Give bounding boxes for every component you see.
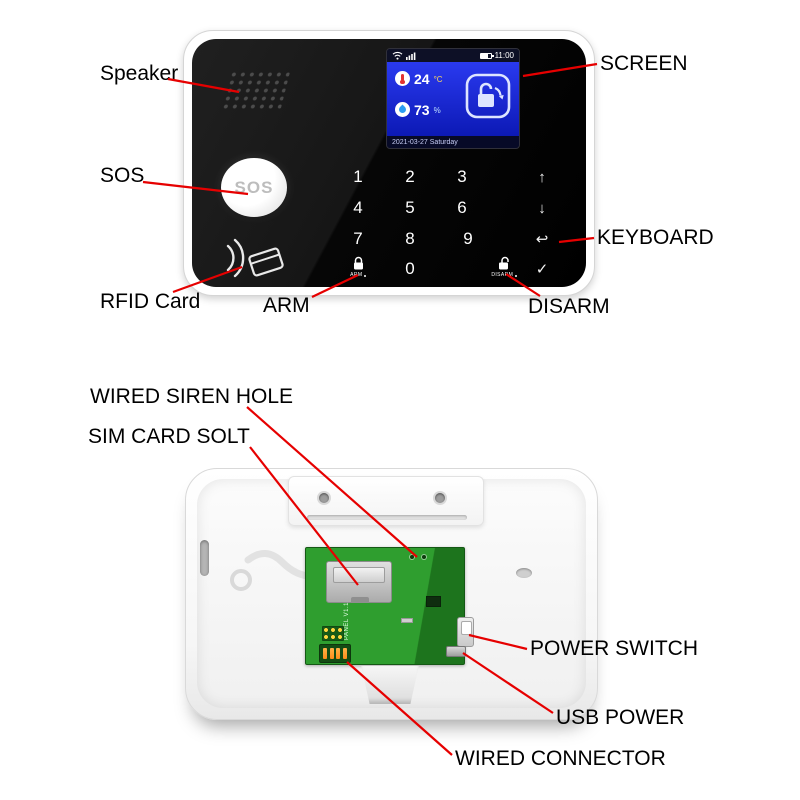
label-disarm: DISARM — [528, 295, 610, 318]
left-edge-slot — [200, 540, 209, 576]
key-up-arrow-icon: ↑ — [538, 168, 546, 186]
label-arm: ARM — [263, 294, 310, 317]
sos-button-label: SOS — [234, 177, 274, 197]
label-power-switch: POWER SWITCH — [530, 637, 698, 660]
sim-card-slot — [326, 561, 392, 603]
bracket-screw-hole — [435, 493, 445, 503]
temperature-unit: °C — [433, 75, 443, 84]
screen-status-bar: 11:00 — [387, 49, 519, 62]
label-screen: SCREEN — [600, 52, 688, 75]
key-8: 8 — [405, 229, 415, 248]
screen-date-text: 2021-03-27 Saturday — [392, 138, 458, 146]
key-arm: ARM — [336, 251, 380, 283]
label-speaker: Speaker — [100, 62, 179, 85]
key-0: 0 — [405, 259, 415, 278]
key-back-icon: ↩ — [535, 231, 549, 248]
sos-button: SOS — [221, 158, 287, 217]
key-confirm-icon: ✓ — [535, 261, 549, 278]
screen-time: 11:00 — [494, 50, 514, 60]
key-7: 7 — [353, 229, 363, 248]
signal-bars-icon — [406, 52, 416, 60]
screen-main-area: 24 °C 73 % — [387, 62, 519, 136]
chip-component — [426, 596, 441, 607]
label-usb-power: USB POWER — [556, 706, 685, 729]
power-switch — [457, 617, 474, 647]
label-wired-connector: WIRED CONNECTOR — [455, 747, 666, 770]
label-wired-siren-hole: WIRED SIREN HOLE — [90, 385, 294, 408]
lock-closed-icon — [353, 256, 363, 270]
temperature-reading: 24 °C — [395, 71, 443, 86]
label-keyboard: KEYBOARD — [597, 226, 714, 249]
pcb-silkscreen-text: PANEL V1.1 — [344, 601, 350, 640]
rfid-reader-area — [218, 232, 294, 286]
key-6: 6 — [457, 198, 467, 217]
temperature-value: 24 — [414, 70, 430, 87]
key-3: 3 — [457, 167, 467, 186]
lcd-screen: 11:00 24 °C 73 % 2021-03-27 Saturday — [386, 48, 520, 149]
key-down-arrow-icon: ↓ — [538, 199, 546, 217]
usb-power-port — [446, 646, 466, 657]
wired-siren-hole — [410, 555, 414, 559]
pin-header — [322, 626, 344, 641]
thermometer-icon — [395, 71, 410, 86]
screen-date-bar: 2021-03-27 Saturday — [387, 136, 519, 148]
key-5: 5 — [405, 198, 415, 217]
lock-open-icon — [498, 256, 509, 270]
battery-icon — [479, 52, 494, 59]
humidity-drop-icon — [395, 102, 410, 117]
label-sos: SOS — [100, 164, 145, 187]
key-9: 9 — [463, 229, 473, 248]
key-2: 2 — [405, 167, 415, 186]
label-rfid-card: RFID Card — [100, 290, 201, 313]
key-disarm-label: DISARM — [491, 273, 516, 278]
right-side-hole — [516, 568, 532, 578]
wired-siren-hole — [422, 555, 426, 559]
humidity-value: 73 — [414, 101, 430, 118]
speaker-grille — [222, 72, 290, 112]
wall-mount-bracket — [288, 476, 484, 526]
humidity-reading: 73 % — [395, 102, 441, 117]
label-sim-card-slot: SIM CARD SOLT — [88, 425, 250, 448]
key-4: 4 — [353, 198, 363, 217]
wired-connector — [319, 644, 351, 663]
key-disarm: DISARM — [482, 251, 526, 283]
pcb-board: PANEL V1.1 — [305, 547, 465, 665]
bottom-stand-slot — [361, 666, 419, 704]
disarmed-lock-icon — [465, 73, 511, 119]
key-1: 1 — [353, 167, 363, 186]
key-arm-label: ARM — [350, 273, 366, 278]
bracket-slot — [307, 515, 467, 520]
rfid-card-icon — [226, 238, 284, 278]
resistor-component — [401, 618, 413, 623]
humidity-unit: % — [433, 106, 441, 115]
wifi-icon — [392, 51, 403, 60]
bracket-screw-hole — [319, 493, 329, 503]
